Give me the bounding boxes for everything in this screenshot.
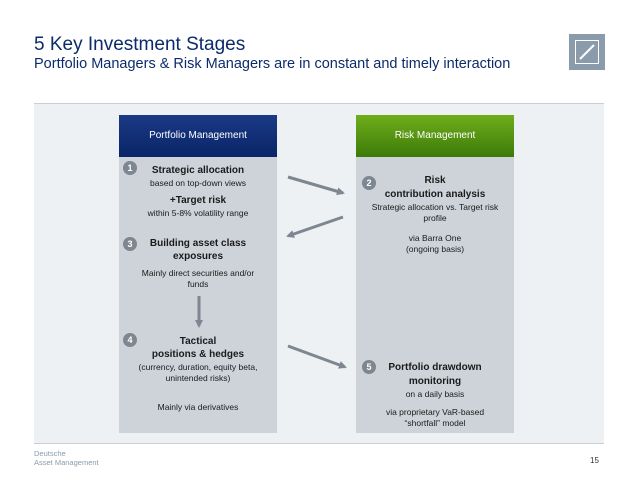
- page-number: 15: [590, 456, 599, 465]
- stage-2-badge: 2: [362, 176, 376, 190]
- page-title: 5 Key Investment Stages: [34, 34, 246, 55]
- stage-2-title-b: contribution analysis: [384, 189, 486, 200]
- stage-2-desc-3: via Barra One: [408, 233, 462, 243]
- stage-3-title-a: Building asset class: [149, 238, 247, 249]
- stage-4-title-b: positions & hedges: [151, 349, 245, 360]
- footer-divider: [34, 443, 604, 444]
- stage-2-desc-4: (ongoing basis): [405, 244, 465, 254]
- stage-1-desc: based on top-down views: [150, 178, 246, 188]
- stage-2-title-a: Risk: [424, 175, 446, 186]
- stage-2-desc-2: profile: [423, 213, 447, 223]
- stage-3-desc: Mainly direct securities and/or: [141, 268, 255, 278]
- portfolio-management-column: [119, 157, 277, 433]
- arrow-1-to-2: [287, 175, 345, 196]
- risk-management-header: Risk Management: [356, 115, 514, 157]
- stage-5-desc-2: via proprietary VaR-based: [385, 407, 485, 417]
- bank-logo: [569, 34, 605, 70]
- footer-company-line-2: Asset Management: [34, 458, 99, 467]
- stage-4-title-a: Tactical: [179, 336, 217, 347]
- stage-4-badge: 4: [123, 333, 137, 347]
- page-subtitle: Portfolio Managers & Risk Managers are i…: [34, 56, 511, 72]
- risk-management-column: [356, 157, 514, 433]
- stage-1-title: Strategic allocation: [151, 165, 245, 176]
- stage-5-badge: 5: [362, 360, 376, 374]
- stage-1-desc-2: within 5-8% volatility range: [147, 208, 249, 218]
- arrow-2-to-3: [286, 215, 344, 238]
- stage-3-badge: 3: [123, 237, 137, 251]
- footer-company-line-1: Deutsche: [34, 449, 66, 458]
- portfolio-management-header: Portfolio Management: [119, 115, 277, 157]
- stage-3-title-b: exposures: [172, 251, 224, 262]
- stage-5-title-a: Portfolio drawdown: [388, 362, 482, 373]
- stage-1-badge: 1: [123, 161, 137, 175]
- stage-2-desc: Strategic allocation vs. Target risk: [371, 202, 499, 212]
- stage-4-desc: (currency, duration, equity beta,: [138, 362, 258, 372]
- logo-slash-icon: [579, 44, 595, 60]
- stage-1-title-2: +Target risk: [169, 195, 227, 206]
- stage-4-desc-2: unintended risks): [165, 373, 231, 383]
- stage-3-desc-2: funds: [187, 279, 209, 289]
- arrow-4-to-5: [287, 344, 347, 369]
- stage-5-desc: on a daily basis: [405, 389, 465, 399]
- stage-5-desc-3: “shortfall” model: [404, 418, 466, 428]
- logo-frame: [575, 40, 599, 64]
- stage-5-title-b: monitoring: [408, 376, 462, 387]
- stage-4-desc-3: Mainly via derivatives: [157, 402, 239, 412]
